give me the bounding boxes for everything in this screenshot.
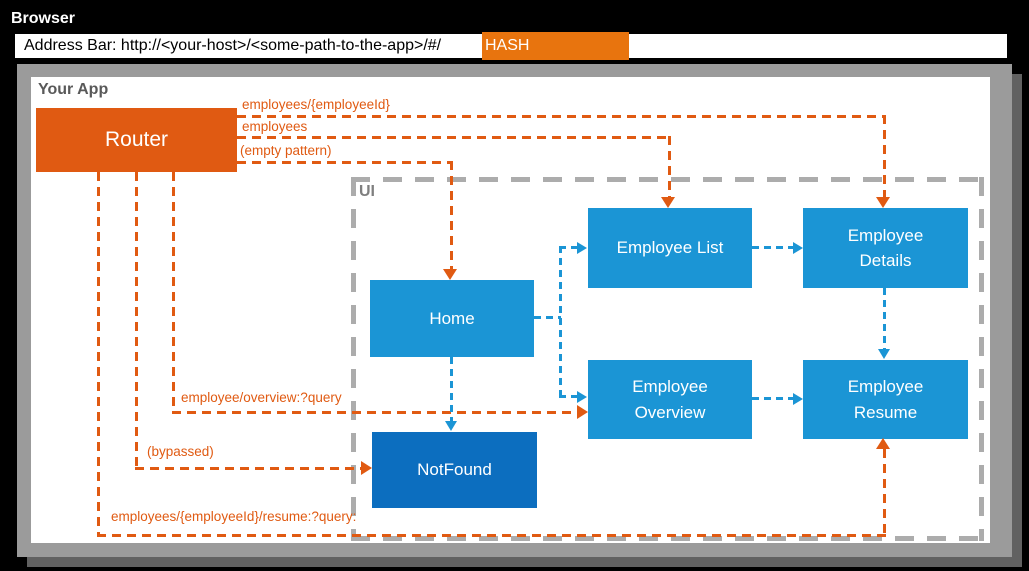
route-employee-id-line-h — [237, 115, 886, 118]
route-empty-pattern-label: (empty pattern) — [240, 143, 332, 158]
route-employee-id-arrowhead-icon — [876, 197, 890, 208]
route-empty-pattern-line-h — [237, 161, 453, 164]
employee-details-node-label: Employee Details — [847, 225, 924, 271]
route-employees-line-v — [668, 136, 671, 197]
employee-details-node: Employee Details — [803, 208, 968, 288]
ui-border-top — [351, 177, 984, 182]
route-bypassed-label: (bypassed) — [147, 444, 214, 459]
route-overview-query-arrowhead-icon — [577, 405, 588, 419]
route-bypassed-line-h — [135, 467, 361, 470]
route-resume-query-label: employees/{employeeId}/resume:?query: — [111, 509, 357, 524]
router-node: Router — [36, 108, 237, 172]
home-node-label: Home — [429, 308, 475, 328]
ui-container — [351, 177, 984, 541]
route-bypassed-line-v — [135, 172, 138, 467]
route-resume-query-arrowhead-icon — [876, 438, 890, 449]
ui-border-bottom — [351, 536, 984, 541]
route-empty-pattern-line-v — [450, 161, 453, 269]
ui-border-left — [351, 177, 356, 541]
route-employees-arrowhead-icon — [661, 197, 675, 208]
hash-highlight: HASH — [482, 32, 629, 60]
employee-list-node-label: Employee List — [616, 238, 724, 258]
route-resume-query-line-v2 — [883, 449, 886, 534]
overview-to-resume-line — [752, 397, 793, 400]
ui-border-right — [979, 177, 984, 541]
home-node: Home — [370, 280, 534, 357]
route-bypassed-arrowhead-icon — [361, 461, 372, 475]
employee-resume-node-label: Employee Resume — [847, 377, 924, 422]
notfound-node: NotFound — [372, 432, 537, 508]
list-to-details-arrowhead-icon — [793, 242, 803, 254]
list-to-details-line — [752, 246, 793, 249]
route-employee-id-line-v — [883, 115, 886, 197]
your-app-title: Your App — [38, 81, 109, 98]
browser-window-title: Browser — [11, 10, 76, 27]
details-to-resume-line — [883, 288, 886, 349]
employee-overview-node: Employee Overview — [588, 360, 752, 439]
route-overview-query-line-v — [172, 172, 175, 411]
home-to-employee-overview-line — [559, 395, 577, 398]
home-to-notfound-arrowhead-icon — [445, 421, 457, 431]
route-resume-query-line-h — [97, 534, 886, 537]
route-employees-label: employees — [242, 119, 308, 134]
details-to-resume-arrowhead-icon — [878, 349, 890, 359]
employee-resume-node: Employee Resume — [803, 360, 968, 439]
route-overview-query-label: employee/overview:?query — [181, 390, 342, 405]
route-employee-id-label: employees/{employeeId} — [242, 97, 390, 112]
route-resume-query-line-v1 — [97, 172, 100, 534]
route-overview-query-line-h — [172, 411, 577, 414]
employee-list-node: Employee List — [588, 208, 752, 288]
route-employees-line-h — [237, 136, 671, 139]
ui-container-label: UI — [359, 183, 375, 200]
home-to-employee-overview-arrowhead-icon — [577, 391, 587, 403]
address-bar-url: Address Bar: http://<your-host>/<some-pa… — [24, 37, 442, 54]
overview-to-resume-arrowhead-icon — [793, 393, 803, 405]
employee-overview-node-label: Employee Overview — [632, 377, 708, 422]
notfound-node-label: NotFound — [417, 460, 492, 480]
address-bar[interactable]: Address Bar: http://<your-host>/<some-pa… — [15, 32, 1007, 60]
home-to-notfound-line — [450, 357, 453, 421]
route-empty-pattern-arrowhead-icon — [443, 269, 457, 280]
home-branch-line-h — [534, 316, 561, 319]
home-branch-spine-v — [559, 246, 562, 398]
home-to-employee-list-line — [559, 246, 577, 249]
home-to-employee-list-arrowhead-icon — [577, 242, 587, 254]
